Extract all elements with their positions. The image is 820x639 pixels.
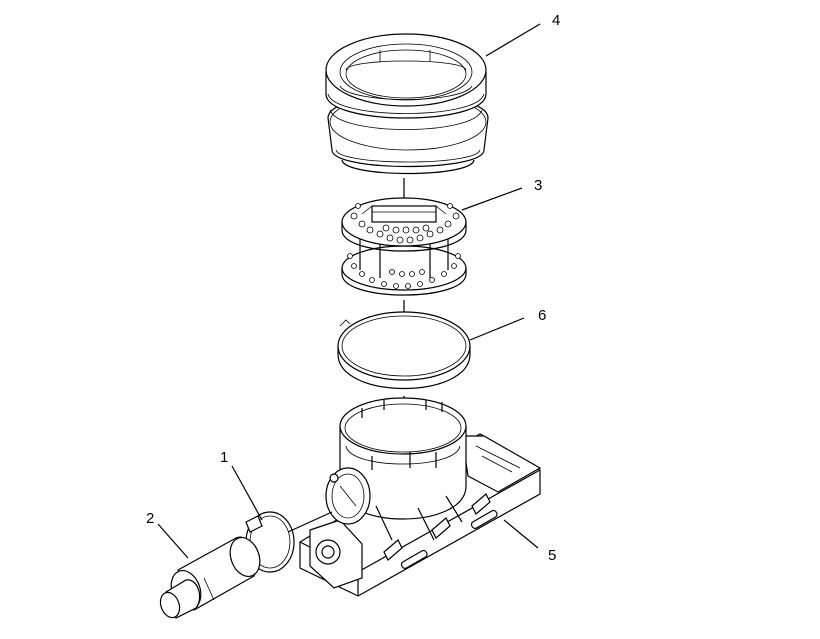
- leader-line-1: [231, 465, 263, 521]
- leader-line-4: [485, 23, 541, 57]
- part-3-baffle-assembly: [341, 197, 467, 296]
- callout-4: 4: [552, 12, 560, 29]
- leader-lines: [157, 23, 541, 559]
- leader-line-3: [461, 187, 523, 211]
- leader-line-6: [469, 317, 525, 341]
- part-6-ring: [337, 311, 471, 389]
- leader-line-2: [157, 523, 189, 559]
- part-5-housing: [299, 397, 542, 597]
- callout-1: 1: [220, 449, 228, 466]
- callout-3: 3: [534, 177, 542, 194]
- part-2-cartridge: [159, 536, 261, 619]
- part-4-bellows: [325, 33, 489, 175]
- callout-6: 6: [538, 307, 546, 324]
- leader-line-5: [503, 519, 539, 549]
- callout-2: 2: [146, 510, 154, 527]
- callout-5: 5: [548, 547, 556, 564]
